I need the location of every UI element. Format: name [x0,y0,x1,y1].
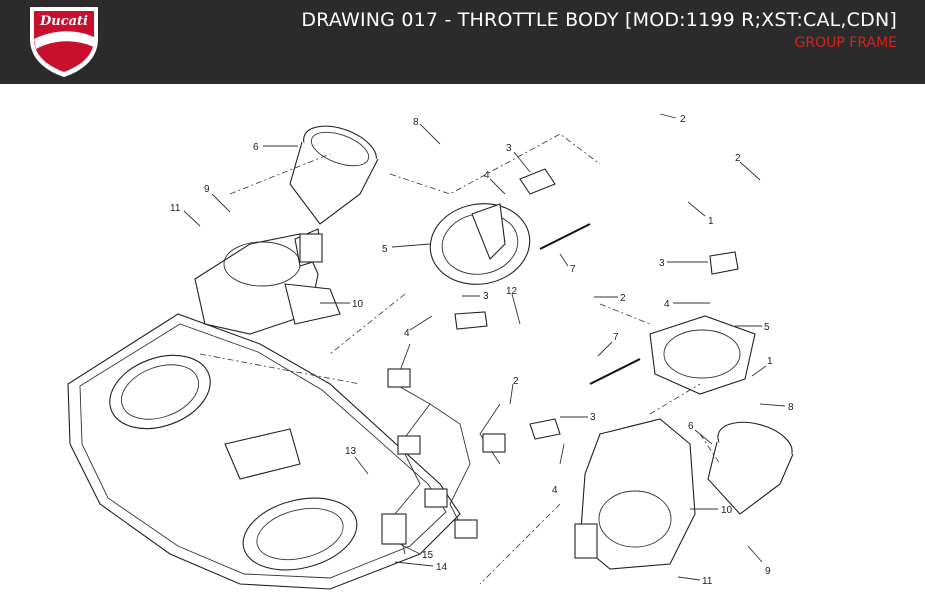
upper-flange [429,203,531,285]
callout-5[interactable]: 5 [382,244,388,255]
callout-2[interactable]: 2 [680,114,686,125]
callout-2b[interactable]: 2 [735,153,741,164]
callout-6[interactable]: 6 [253,142,259,153]
right-intake-funnel [707,421,794,515]
callout-10[interactable]: 10 [352,299,364,310]
callout-4b[interactable]: 4 [664,299,670,310]
left-intake-funnel [289,125,379,225]
ducati-logo[interactable]: Ducati [24,3,104,79]
callout-3d[interactable]: 3 [590,412,596,423]
callout-13[interactable]: 13 [345,446,357,457]
callouts: 6 9 11 10 8 4 3 5 7 2 1 2 3 4 5 2 12 [170,113,794,587]
exploded-parts-diagram: 6 9 11 10 8 4 3 5 7 2 1 2 3 4 5 2 12 [67,113,794,590]
injectors [454,168,739,440]
left-throttle-body [194,228,341,335]
callout-8[interactable]: 8 [413,117,419,128]
callout-3b[interactable]: 3 [659,258,665,269]
callout-10b[interactable]: 10 [721,505,733,516]
callout-5b[interactable]: 5 [764,322,770,333]
page-header: Ducati DRAWING 017 - THROTTLE BODY [MOD:… [0,0,925,84]
callout-9b[interactable]: 9 [765,566,771,577]
right-throttle-body [574,418,696,570]
callout-4[interactable]: 4 [484,170,490,181]
callout-11[interactable]: 11 [170,203,181,214]
lower-flange [649,315,756,395]
callout-1[interactable]: 1 [708,216,714,227]
callout-4c[interactable]: 4 [404,328,410,339]
callout-6b[interactable]: 6 [688,421,694,432]
callout-12[interactable]: 12 [506,286,518,297]
fuel-rail [558,128,766,237]
callout-15[interactable]: 15 [422,550,434,561]
group-frame-link[interactable]: GROUP FRAME [794,35,897,51]
callout-1b[interactable]: 1 [767,356,773,367]
callout-7[interactable]: 7 [570,264,576,275]
callout-3[interactable]: 3 [506,143,512,154]
logo-wordmark: Ducati [39,14,88,29]
callout-2d[interactable]: 2 [513,376,519,387]
page-title: DRAWING 017 - THROTTLE BODY [MOD:1199 R;… [301,9,897,31]
callout-8b[interactable]: 8 [788,402,794,413]
callout-11b[interactable]: 11 [702,576,713,587]
o-ring-rod-upper [539,223,591,250]
wiring-harness [381,343,506,555]
callout-2c[interactable]: 2 [620,293,626,304]
assembly-lines [199,133,721,585]
airbox-base [67,313,461,590]
callout-9[interactable]: 9 [204,184,210,195]
o-ring-rod-lower [589,358,641,385]
callout-14[interactable]: 14 [436,562,448,573]
callout-7b[interactable]: 7 [613,332,619,343]
callout-4d[interactable]: 4 [552,485,558,496]
callout-3c[interactable]: 3 [483,291,489,302]
